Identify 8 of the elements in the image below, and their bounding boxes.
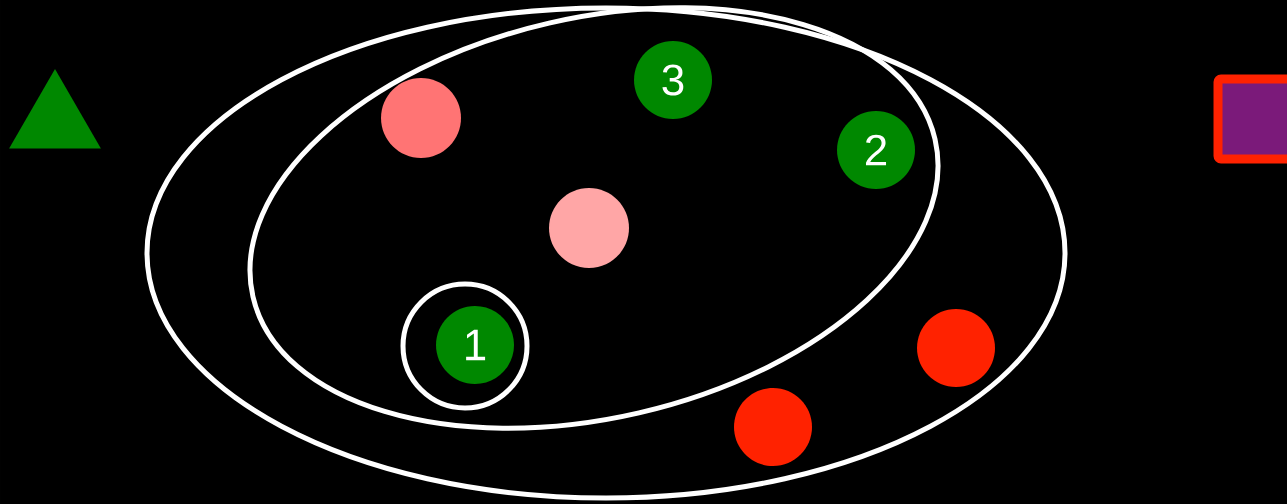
dot <box>381 78 461 158</box>
triangle <box>9 69 101 149</box>
square <box>1213 74 1287 164</box>
dot <box>917 309 995 387</box>
ring <box>400 281 530 411</box>
dot <box>549 188 629 268</box>
ellipse <box>144 5 1068 501</box>
dot <box>734 388 812 466</box>
